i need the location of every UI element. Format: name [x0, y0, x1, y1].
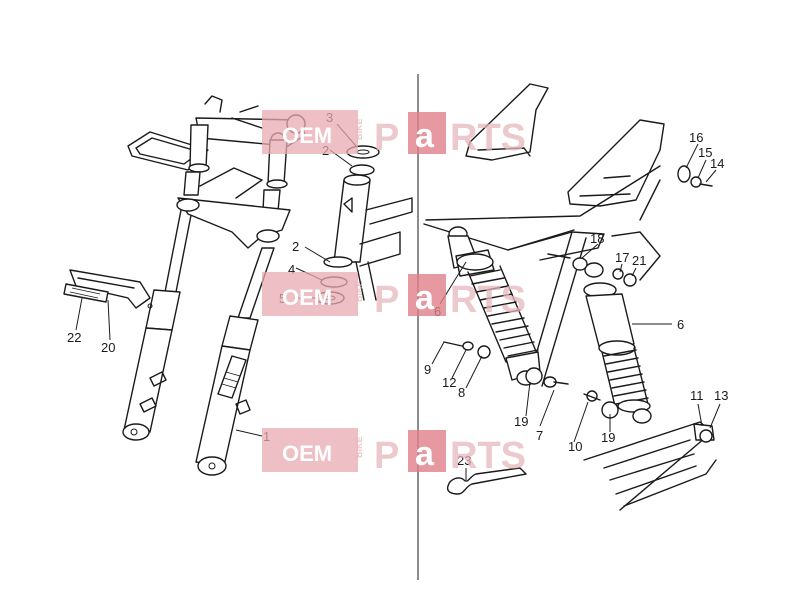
callout-12: 12 — [442, 375, 456, 390]
svg-text:RTS: RTS — [450, 279, 526, 321]
shock-absorber-right — [583, 262, 652, 424]
svg-text:RTS: RTS — [450, 435, 526, 477]
callout-16: 16 — [689, 130, 703, 145]
callout-22: 22 — [67, 330, 81, 345]
callout-2-lower: 2 — [292, 239, 299, 254]
watermark-bottom: OEM BIKE P a RTS — [262, 428, 526, 477]
callout-18: 18 — [590, 231, 604, 246]
svg-text:OEM: OEM — [282, 285, 332, 310]
svg-text:BIKE: BIKE — [354, 118, 364, 140]
svg-text:a: a — [415, 279, 435, 317]
callout-19-right: 19 — [601, 430, 615, 445]
callout-19-left: 19 — [514, 414, 528, 429]
callout-7: 7 — [536, 428, 543, 443]
svg-text:P: P — [374, 279, 399, 321]
callout-21: 21 — [632, 253, 646, 268]
svg-text:a: a — [415, 435, 435, 473]
svg-text:P: P — [374, 117, 399, 159]
rear-suspension-assembly — [423, 83, 717, 511]
callout-4: 4 — [288, 262, 295, 277]
watermark-middle: OEM BIKE P a RTS — [262, 272, 526, 321]
svg-text:RTS: RTS — [450, 117, 526, 159]
callout-23: 23 — [457, 453, 471, 468]
callout-6-right: 6 — [677, 317, 684, 332]
callout-10: 10 — [568, 439, 582, 454]
callout-14: 14 — [710, 156, 724, 171]
callout-20: 20 — [101, 340, 115, 355]
callout-17: 17 — [615, 250, 629, 265]
svg-text:a: a — [415, 117, 435, 155]
svg-text:BIKE: BIKE — [354, 436, 364, 458]
callout-9: 9 — [424, 362, 431, 377]
svg-text:OEM: OEM — [282, 441, 332, 466]
callout-13: 13 — [714, 388, 728, 403]
watermark-top: OEM BIKE P a RTS — [262, 110, 526, 159]
svg-text:P: P — [374, 435, 399, 477]
svg-text:BIKE: BIKE — [354, 280, 364, 302]
svg-text:OEM: OEM — [282, 123, 332, 148]
callout-11: 11 — [690, 388, 704, 403]
callout-8: 8 — [458, 385, 465, 400]
callout-15: 15 — [698, 145, 712, 160]
